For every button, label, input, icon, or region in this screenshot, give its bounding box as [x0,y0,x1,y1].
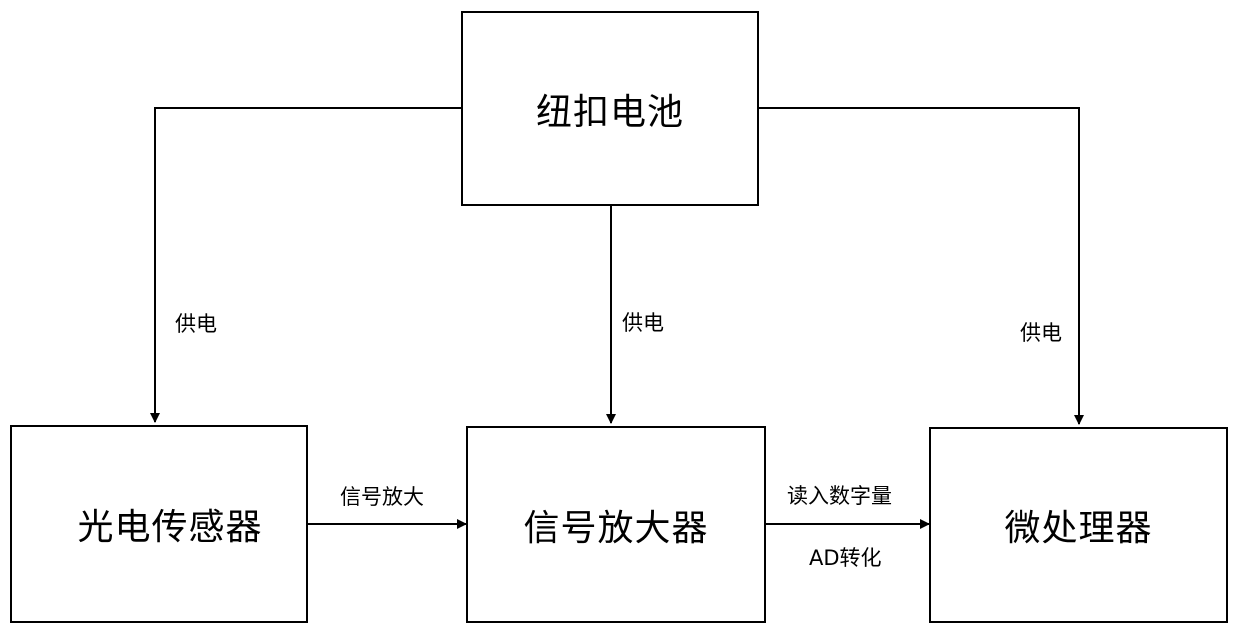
mcu-block-label: 微处理器 [1004,499,1152,551]
power-label-left: 供电 [175,314,217,335]
signal-amplify-label: 信号放大 [340,487,424,508]
power-line-to-mcu [758,108,1079,424]
mcu-block: 微处理器 [929,427,1228,623]
power-label-middle: 供电 [622,313,664,334]
amplifier-block: 信号放大器 [466,426,766,623]
battery-block-label: 纽扣电池 [536,83,684,135]
battery-block: 纽扣电池 [461,11,759,206]
read-digital-label: 读入数字量 [787,486,892,507]
power-label-right: 供电 [1020,323,1062,344]
amplifier-block-label: 信号放大器 [523,499,708,551]
sensor-block-label: 光电传感器 [77,498,262,550]
power-line-to-sensor [155,108,462,422]
sensor-block: 光电传感器 [10,425,308,623]
ad-convert-label: AD转化 [809,548,882,569]
